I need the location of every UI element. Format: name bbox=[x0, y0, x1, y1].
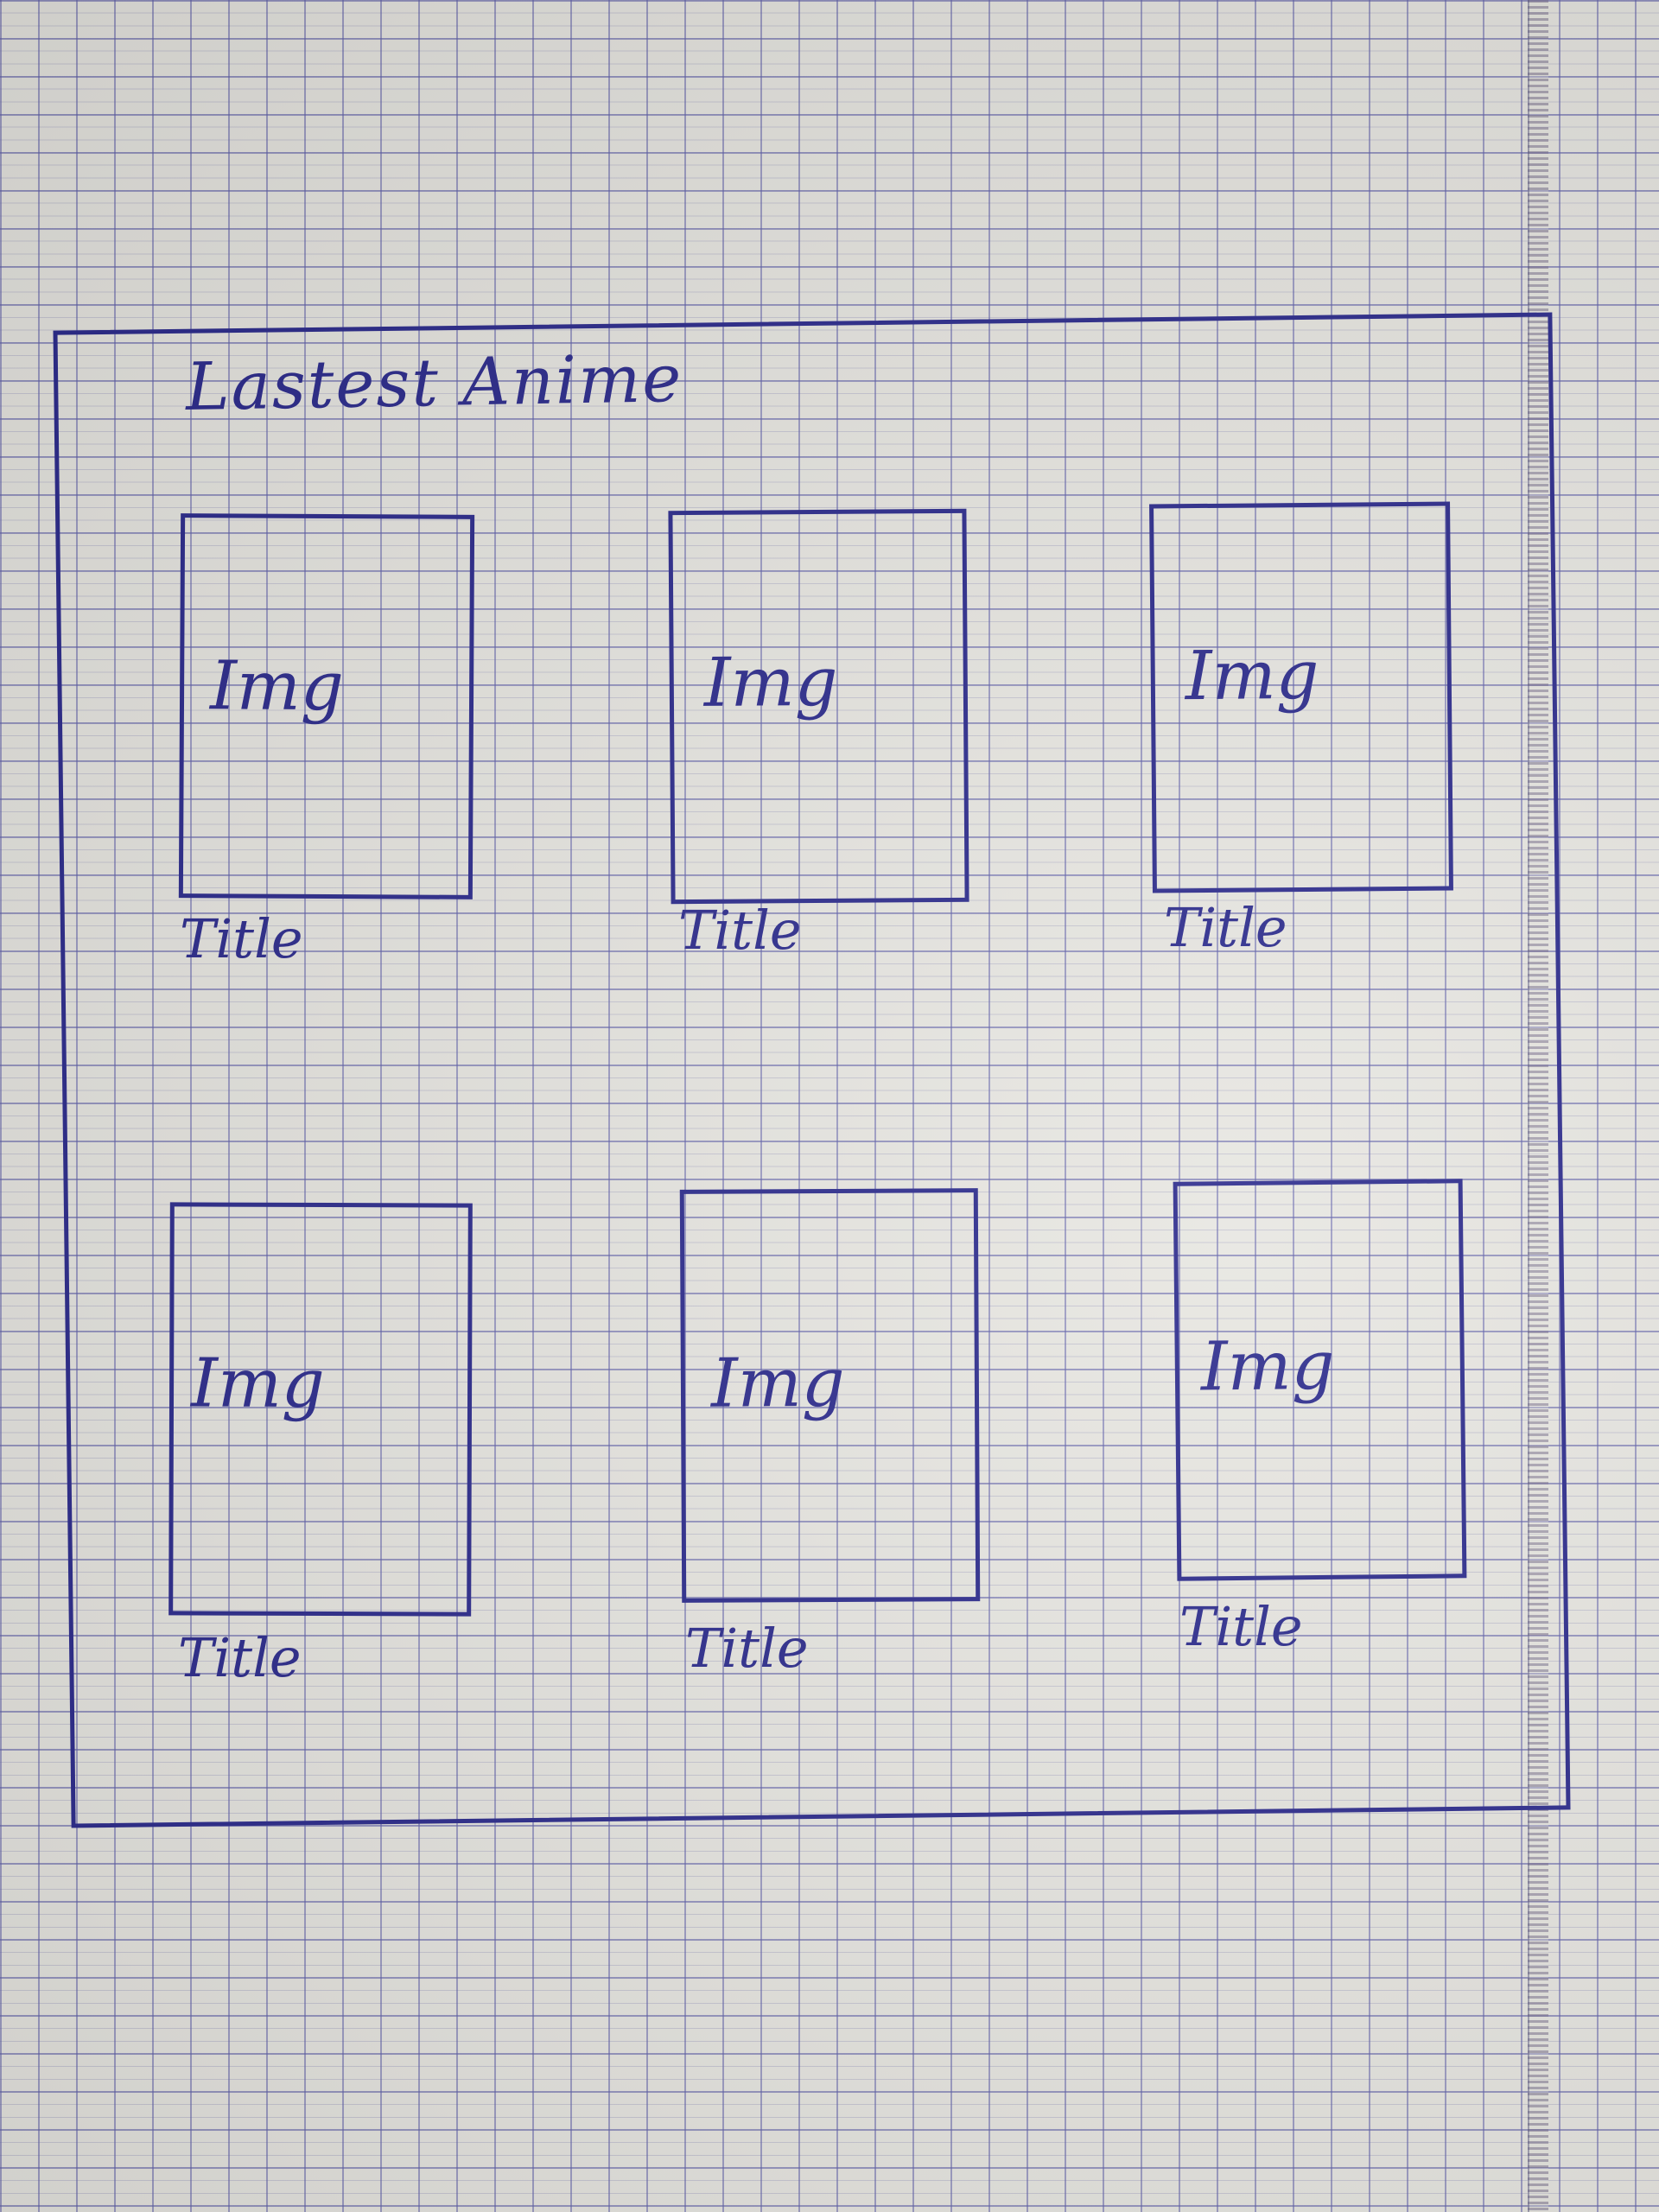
anime-title[interactable]: Title bbox=[1179, 1595, 1303, 1658]
image-placeholder-label: Img bbox=[1200, 1326, 1336, 1407]
anime-thumbnail-placeholder[interactable]: Img bbox=[1149, 501, 1453, 893]
section-heading: Lastest Anime bbox=[185, 339, 683, 426]
anime-thumbnail-placeholder[interactable]: Img bbox=[679, 1188, 981, 1603]
image-placeholder-label: Img bbox=[710, 1344, 845, 1423]
anime-card[interactable]: Img Title bbox=[1149, 501, 1453, 969]
image-placeholder-label: Img bbox=[1185, 636, 1319, 716]
notebook-page-edge bbox=[1528, 0, 1548, 2212]
anime-title[interactable]: Title bbox=[1164, 896, 1287, 959]
anime-title[interactable]: Title bbox=[678, 899, 802, 962]
anime-card[interactable]: Img Title bbox=[168, 1202, 473, 1689]
anime-card[interactable]: Img Title bbox=[679, 1188, 981, 1681]
anime-card[interactable]: Img Title bbox=[668, 508, 969, 976]
anime-thumbnail-placeholder[interactable]: Img bbox=[1173, 1179, 1467, 1581]
anime-card[interactable]: Img Title bbox=[1173, 1179, 1467, 1673]
anime-thumbnail-placeholder[interactable]: Img bbox=[178, 513, 475, 899]
image-placeholder-label: Img bbox=[209, 647, 345, 727]
image-placeholder-label: Img bbox=[190, 1344, 325, 1424]
anime-title[interactable]: Title bbox=[685, 1617, 809, 1680]
anime-card[interactable]: Img Title bbox=[178, 513, 475, 981]
anime-thumbnail-placeholder[interactable]: Img bbox=[668, 508, 969, 905]
anime-title[interactable]: Title bbox=[178, 1626, 302, 1689]
anime-thumbnail-placeholder[interactable]: Img bbox=[168, 1202, 473, 1617]
anime-title[interactable]: Title bbox=[180, 907, 303, 970]
image-placeholder-label: Img bbox=[703, 643, 838, 722]
